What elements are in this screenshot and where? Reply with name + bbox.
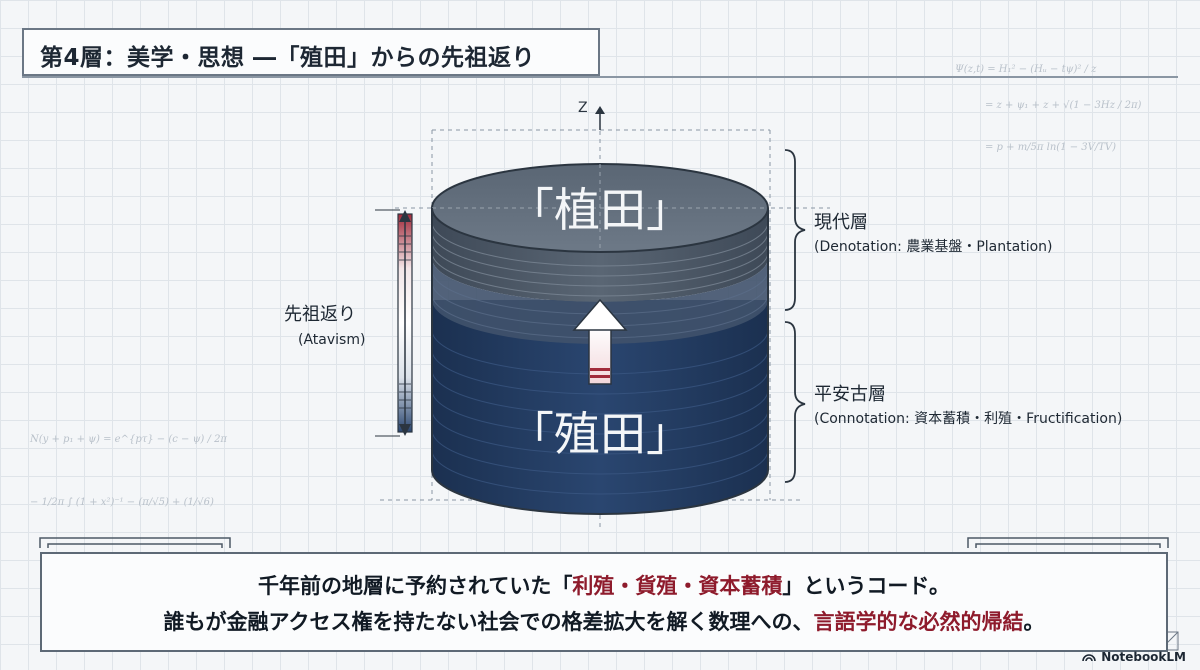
lower-layer-label: 「殖田」 [508, 407, 692, 461]
formula-3: = p + m/5π ln(1 − 3V/TV) [985, 142, 1116, 153]
title-box: 第4層：美学・思想 ―「殖田」からの先祖返り [22, 28, 600, 76]
caption-line-2: 誰もが金融アクセス権を持たない社会での格差拡大を解く数理への、言語学的な必然的帰… [42, 606, 1166, 636]
layer-boundary [432, 258, 768, 344]
atavism-label: 先祖返り [284, 304, 356, 325]
cylinder-outline [431, 208, 769, 515]
brand-name: NotebookLM [1101, 650, 1186, 664]
caption-line-1: 千年前の地層に予約されていた「利殖・貨殖・資本蓄積」というコード。 [42, 570, 1166, 600]
caption-box: 千年前の地層に予約されていた「利殖・貨殖・資本蓄積」というコード。 誰もが金融ア… [40, 552, 1168, 652]
formula-5: − 1/2π ∫ (1 + x²)⁻¹ − (π/√5) + (1/√6) [30, 497, 214, 508]
title-divider [22, 76, 1178, 78]
notebooklm-logo-icon [1082, 654, 1096, 662]
caption-line-2-text: 誰もが金融アクセス権を持たない社会での格差拡大を解く数理への、 [163, 610, 814, 634]
page-title: 第4層：美学・思想 ―「殖田」からの先祖返り [40, 45, 536, 71]
caption-line-1-highlight: 利殖・貨殖・資本蓄積 [572, 574, 783, 598]
brand-watermark: NotebookLM [1082, 650, 1186, 664]
lower-layer-title: 平安古層 [814, 384, 886, 405]
z-axis [595, 106, 605, 130]
formula-2: = z + ψ₁ + z + √(1 − 3Hz / 2π) [985, 100, 1142, 111]
z-axis-label: Z [578, 100, 588, 116]
upper-layer-description: (Denotation: 農業基盤・Plantation) [814, 239, 1053, 255]
lower-layer-strata [431, 329, 769, 495]
atavism-sub-label: (Atavism) [298, 332, 366, 348]
caption-line-2-highlight: 言語学的な必然的帰結 [813, 610, 1024, 634]
background-formulas: Ψ(z,t) = H₁² − (Hᵤ − tψ)² / z = z + ψ₁ +… [29, 64, 1142, 508]
lower-layer-description: (Connotation: 資本蓄積・利殖・Fructification) [814, 411, 1123, 427]
atavism-range-bar [375, 209, 413, 437]
upper-layer-strata [431, 221, 769, 297]
formula-1: Ψ(z,t) = H₁² − (Hᵤ − tψ)² / z [955, 64, 1097, 75]
upper-layer-brace [784, 149, 806, 311]
atavism-arrow-icon [572, 298, 628, 385]
upper-layer-title: 現代層 [814, 212, 868, 233]
caption-line-2-end: 。 [1023, 610, 1045, 634]
cylinder-lower-layer [432, 300, 768, 514]
caption-line-1-end: 」というコード。 [782, 574, 950, 598]
lower-layer-brace [784, 321, 806, 483]
top-face-label: 「植田」 [508, 183, 692, 237]
formula-4: N(y + p₁ + ψ) = e^{pτ} − (c − ψ) / 2π [29, 434, 227, 445]
caption-line-1-text: 千年前の地層に予約されていた「 [258, 574, 573, 598]
